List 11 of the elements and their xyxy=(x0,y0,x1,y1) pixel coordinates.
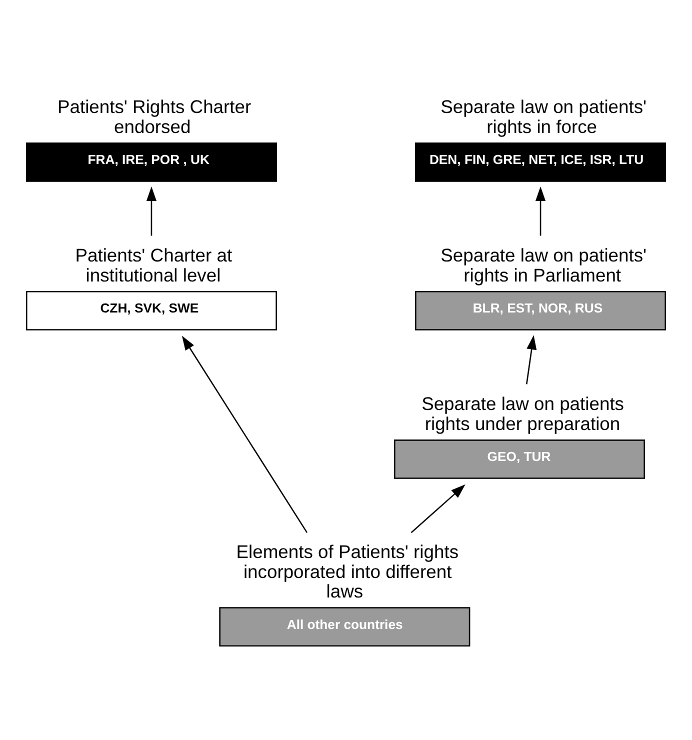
node-label: Elements of Patients' rights incorporated into different laws xyxy=(236,540,459,601)
arrow xyxy=(535,186,546,236)
node-label: Separate law on patients' rights in force xyxy=(440,96,647,136)
node-label: Separate law on patients rights under preparation xyxy=(422,392,624,434)
node-label: Patients' Rights Charter endorsed xyxy=(58,96,252,136)
arrow xyxy=(146,186,157,236)
arrow xyxy=(410,484,466,533)
node-label: Separate law on patients' rights in Parliament xyxy=(440,244,647,285)
arrow xyxy=(526,334,537,384)
arrow xyxy=(182,335,308,532)
node-label: Patients' Charter at institutional level xyxy=(75,244,232,285)
